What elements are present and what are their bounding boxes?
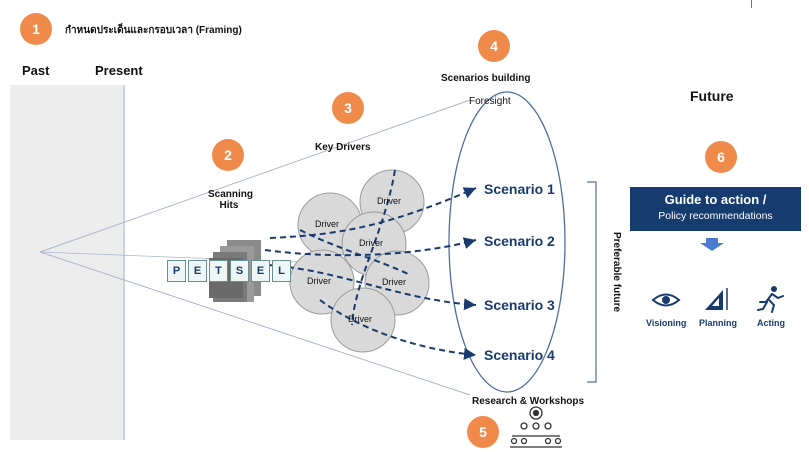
future-label: Future <box>690 88 734 104</box>
driver-circle <box>330 287 396 353</box>
cone-top-line <box>39 99 471 253</box>
driver-label: Driver <box>359 238 383 248</box>
step-3-badge: 3 <box>332 92 364 124</box>
cone-bottom-line <box>39 251 471 396</box>
arrow-to-scenario-3 <box>267 264 477 311</box>
corner-mark <box>751 0 752 8</box>
triangle-ruler-icon <box>705 288 728 310</box>
step-1-badge: 1 <box>20 13 52 45</box>
scanning-label: Scanning Hits <box>208 189 254 211</box>
arrow-to-scenario-2 <box>264 237 477 257</box>
acting-label: Acting <box>757 318 785 328</box>
preferable-future-label: Preferable future <box>611 232 622 313</box>
petsel-grid: P E T S E L <box>167 260 291 282</box>
research-workshops-label: Research & Workshops <box>472 396 585 407</box>
planning-label: Planning <box>699 318 737 328</box>
petsel-cell: P <box>167 260 186 282</box>
key-drivers-label: Key Drivers <box>315 142 371 153</box>
scenario-arrows <box>264 169 477 360</box>
arrow-driver-cross <box>299 229 411 276</box>
driver-label: Driver <box>382 277 406 287</box>
arrow-down-icon <box>700 238 724 251</box>
arrow-to-scenario-1 <box>269 187 477 239</box>
visioning-label: Visioning <box>646 318 687 328</box>
guide-line-1: Guide to action / <box>664 192 767 207</box>
petsel-cell: S <box>230 260 249 282</box>
present-label: Present <box>95 63 143 78</box>
scenarios-building-label: Scenarios building <box>441 73 531 84</box>
scenario-ellipse <box>448 91 566 393</box>
step-6-badge: 6 <box>705 141 737 173</box>
framing-label: กำหนดประเด็นและกรอบเวลา (Framing) <box>65 25 242 36</box>
scenario-4-label: Scenario 4 <box>484 347 555 363</box>
foresight-label: Foresight <box>469 96 511 107</box>
petsel-cell: E <box>251 260 270 282</box>
driver-label: Driver <box>348 314 372 324</box>
driver-cluster <box>289 169 430 353</box>
meeting-icon <box>510 406 562 448</box>
driver-label: Driver <box>377 196 401 206</box>
scenario-2-label: Scenario 2 <box>484 233 555 249</box>
scenario-1-label: Scenario 1 <box>484 181 555 197</box>
step-5-badge: 5 <box>467 416 499 448</box>
step-2-badge: 2 <box>212 139 244 171</box>
eye-icon <box>651 293 681 307</box>
driver-circle <box>289 249 355 315</box>
step-4-badge: 4 <box>478 30 510 62</box>
preferable-bracket <box>587 181 597 383</box>
running-person-icon <box>757 286 784 313</box>
driver-label: Driver <box>307 276 331 286</box>
scenario-3-label: Scenario 3 <box>484 297 555 313</box>
arrow-driver-link <box>351 169 396 326</box>
past-panel <box>10 85 125 440</box>
petsel-cell: L <box>272 260 291 282</box>
arrow-to-scenario-4 <box>319 299 477 360</box>
past-label: Past <box>22 63 50 78</box>
petsel-cell: E <box>188 260 207 282</box>
guide-line-2: Policy recommendations <box>658 210 773 222</box>
petsel-cell: T <box>209 260 228 282</box>
guide-to-action-box: Guide to action / Policy recommendations <box>630 187 801 231</box>
driver-label: Driver <box>315 219 339 229</box>
